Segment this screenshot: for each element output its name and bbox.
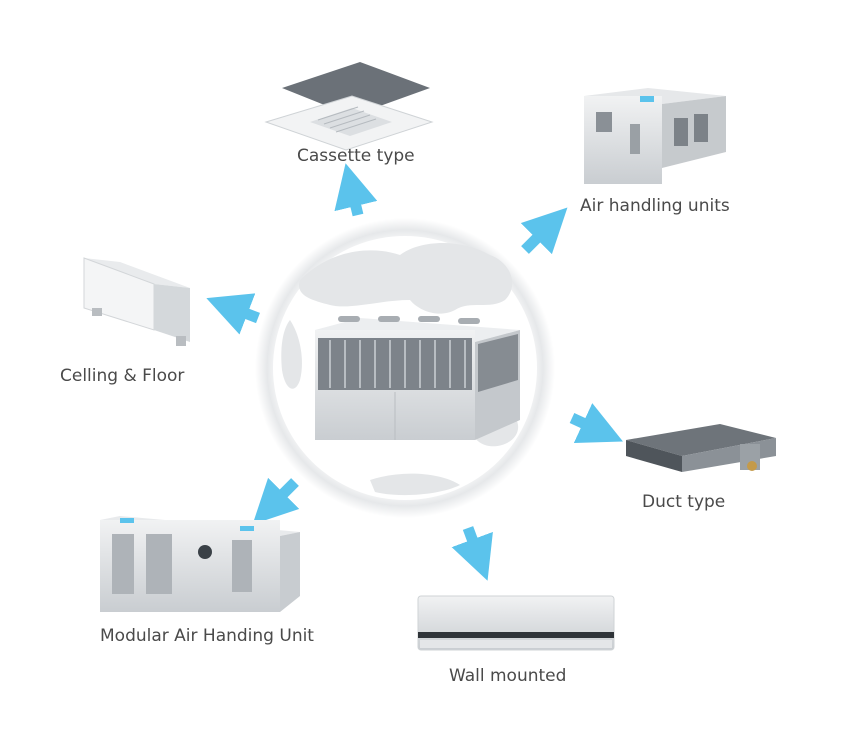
arrow-to-ahu — [520, 207, 568, 255]
modular-chiller-icon — [315, 316, 520, 440]
connection-arrows — [206, 163, 623, 581]
label-air-handling-units: Air handling units — [580, 196, 730, 216]
ceiling-floor-unit-icon — [83, 257, 190, 346]
label-ceiling-floor: Celling & Floor — [60, 366, 185, 386]
world-map-background — [281, 242, 519, 496]
arrow-to-cassette — [334, 163, 378, 217]
label-modular-air-handing-unit: Modular Air Handing Unit — [100, 626, 314, 646]
arrow-to-modular-ahu — [252, 477, 300, 525]
arrow-to-wall — [451, 526, 493, 581]
modular-ahu-icon — [100, 516, 300, 612]
center-hub — [255, 218, 555, 518]
air-handling-unit-icon — [584, 88, 726, 184]
cassette-type-icon — [264, 62, 434, 151]
label-duct-type: Duct type — [642, 492, 726, 512]
label-wall-mounted: Wall mounted — [449, 666, 567, 686]
arrow-to-ceiling — [206, 293, 260, 335]
arrow-to-duct — [569, 403, 623, 444]
wall-mounted-unit-icon — [417, 595, 615, 651]
duct-type-unit-icon — [626, 424, 776, 472]
label-cassette-type: Cassette type — [297, 146, 415, 166]
